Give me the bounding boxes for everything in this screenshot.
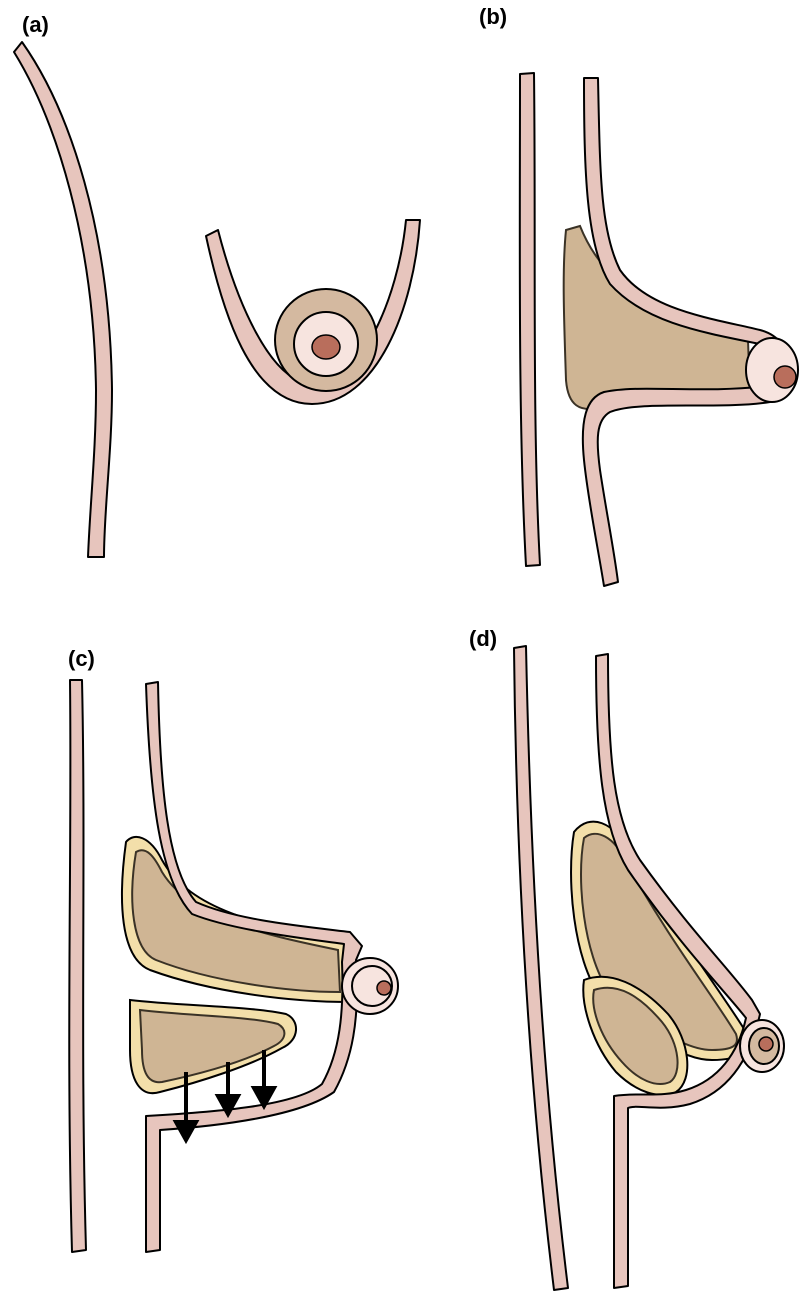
panel-a: (a) [14, 12, 420, 557]
panel-d: (d) [469, 626, 784, 1290]
panel-b-chest-wall [520, 73, 540, 566]
panel-a-label: (a) [22, 12, 49, 37]
panel-d-chest-wall [514, 646, 568, 1290]
panel-d-nipple [759, 1037, 773, 1051]
panel-c-label: (c) [68, 646, 95, 671]
arrow-1-head [176, 1122, 196, 1140]
panel-c-nipple [377, 981, 391, 995]
panel-c: (c) [68, 646, 398, 1252]
panel-c-chest-wall [69, 680, 86, 1252]
panel-b: (b) [479, 4, 798, 586]
panel-b-nipple [774, 366, 796, 388]
panel-d-label: (d) [469, 626, 497, 651]
panel-a-nipple [312, 335, 340, 359]
panel-a-body-outline [14, 42, 112, 557]
panel-b-label: (b) [479, 4, 507, 29]
